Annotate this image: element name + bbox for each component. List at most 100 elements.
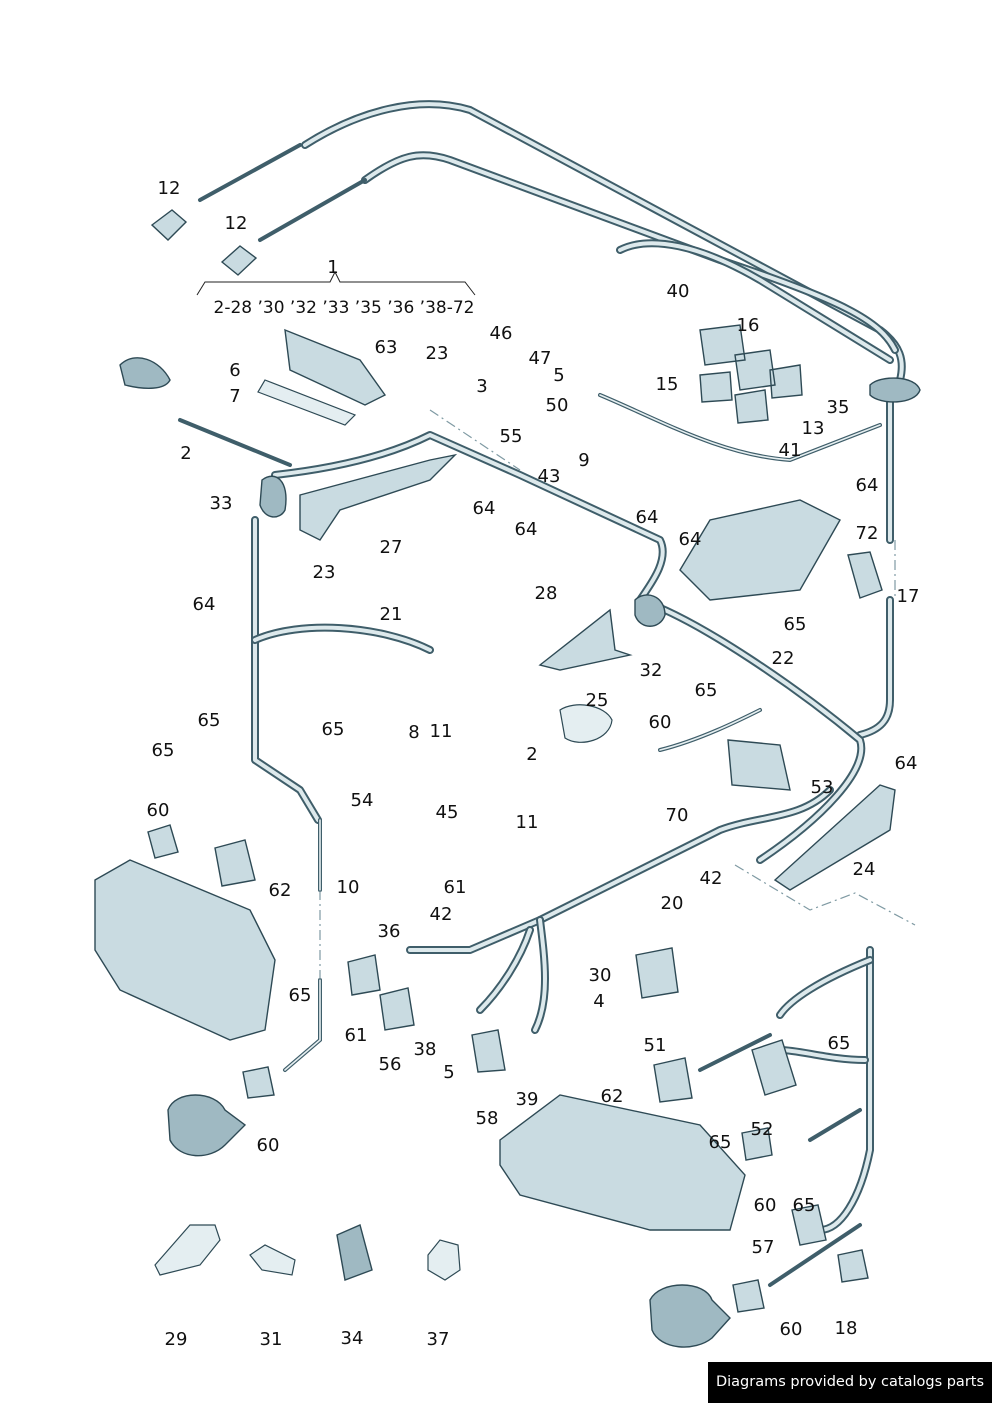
connector-52 — [751, 1039, 797, 1096]
callout-42: 42 — [700, 868, 723, 889]
clip-34 — [336, 1224, 373, 1281]
callout-2: 2 — [180, 443, 191, 464]
connector-56 — [379, 987, 415, 1031]
connector-62-b — [653, 1057, 693, 1103]
callout-2: 2 — [526, 744, 537, 765]
callout-43: 43 — [538, 466, 561, 487]
dashed-indicators — [319, 409, 916, 980]
callout-65: 65 — [289, 985, 312, 1006]
callout-65: 65 — [709, 1132, 732, 1153]
callout-65: 65 — [198, 710, 221, 731]
callout-40: 40 — [667, 281, 690, 302]
group-label: 1 — [327, 257, 338, 278]
connector-12-b — [220, 245, 258, 276]
connector-62-a — [214, 839, 256, 887]
callout-16: 16 — [737, 315, 760, 336]
callout-64: 64 — [895, 753, 918, 774]
callout-62: 62 — [601, 1086, 624, 1107]
callout-65: 65 — [828, 1033, 851, 1054]
connector-17 — [847, 551, 883, 599]
harness-wires — [178, 100, 906, 1287]
connector-12-a — [150, 209, 188, 241]
callout-61: 61 — [444, 877, 467, 898]
headlamp-left — [94, 859, 276, 1041]
callout-61: 61 — [345, 1025, 368, 1046]
callout-65: 65 — [784, 614, 807, 635]
callout-57: 57 — [752, 1237, 775, 1258]
callout-5: 5 — [553, 365, 564, 386]
connector-60-d — [732, 1279, 765, 1313]
callout-60: 60 — [754, 1195, 777, 1216]
callout-60: 60 — [649, 712, 672, 733]
callout-51: 51 — [644, 1035, 667, 1056]
callout-8: 8 — [408, 722, 419, 743]
callout-39: 39 — [516, 1089, 539, 1110]
callout-21: 21 — [380, 604, 403, 625]
connector-60-b — [242, 1066, 275, 1099]
callout-64: 64 — [856, 475, 879, 496]
fuse-box-72 — [679, 499, 841, 601]
callout-30: 30 — [589, 965, 612, 986]
callout-34: 34 — [341, 1328, 364, 1349]
callout-65: 65 — [152, 740, 175, 761]
callout-62: 62 — [269, 880, 292, 901]
callout-13: 13 — [802, 418, 825, 439]
callout-60: 60 — [780, 1319, 803, 1340]
callout-28: 28 — [535, 583, 558, 604]
bracket-27 — [299, 453, 458, 541]
callout-42: 42 — [430, 904, 453, 925]
relay-cluster — [699, 324, 803, 424]
callout-63: 63 — [375, 337, 398, 358]
callout-10: 10 — [337, 877, 360, 898]
callout-24: 24 — [853, 859, 876, 880]
clip-31 — [249, 1244, 296, 1276]
callout-11: 11 — [516, 812, 539, 833]
callout-15: 15 — [656, 374, 679, 395]
callout-64: 64 — [515, 519, 538, 540]
callout-23: 23 — [426, 343, 449, 364]
clip-29 — [154, 1224, 221, 1276]
lamp-2 — [559, 704, 613, 743]
control-unit-6 — [284, 328, 387, 406]
callout-64: 64 — [636, 507, 659, 528]
group-variants: 2-28 ’30 ’32 ’33 ’35 ’36 ’38-72 — [214, 298, 475, 318]
callout-53: 53 — [811, 777, 834, 798]
callout-31: 31 — [260, 1329, 283, 1350]
connector-4 — [635, 947, 679, 999]
callout-17: 17 — [897, 586, 920, 607]
callout-65: 65 — [793, 1195, 816, 1216]
callout-41: 41 — [779, 440, 802, 461]
foglamp-left — [167, 1094, 247, 1157]
callout-64: 64 — [473, 498, 496, 519]
connector-58 — [471, 1029, 506, 1073]
callout-60: 60 — [147, 800, 170, 821]
callout-47: 47 — [529, 348, 552, 369]
connector-61-b — [347, 954, 381, 996]
headlamp-right — [499, 1094, 746, 1231]
callout-54: 54 — [351, 790, 374, 811]
callout-22: 22 — [772, 648, 795, 669]
callout-4: 4 — [593, 991, 604, 1012]
callout-56: 56 — [379, 1054, 402, 1075]
callout-23: 23 — [313, 562, 336, 583]
callout-45: 45 — [436, 802, 459, 823]
callout-70: 70 — [666, 805, 689, 826]
callout-38: 38 — [414, 1039, 437, 1060]
callout-35: 35 — [827, 397, 850, 418]
group-bracket: 1 2-28 ’30 ’32 ’33 ’35 ’36 ’38-72 — [196, 257, 476, 318]
callout-9: 9 — [578, 450, 589, 471]
callout-65: 65 — [322, 719, 345, 740]
callout-25: 25 — [586, 690, 609, 711]
lamp-socket-2 — [119, 357, 171, 389]
callout-36: 36 — [378, 921, 401, 942]
foglamp-right — [649, 1284, 731, 1348]
module-53 — [727, 739, 791, 791]
callout-58: 58 — [476, 1108, 499, 1129]
connector-60-a — [147, 824, 179, 859]
clip-37 — [427, 1239, 461, 1281]
callout-6: 6 — [229, 360, 240, 381]
callout-33: 33 — [210, 493, 233, 514]
grommet-32 — [634, 594, 666, 627]
callout-64: 64 — [679, 529, 702, 550]
credit-banner: Diagrams provided by catalogs parts — [708, 1362, 992, 1403]
